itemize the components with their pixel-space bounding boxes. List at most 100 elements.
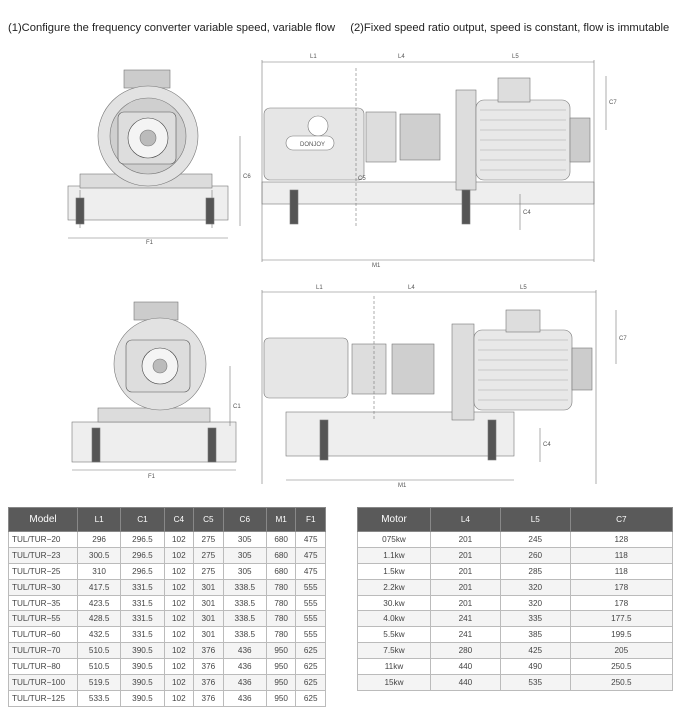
dim-c7-bottom: C7 bbox=[619, 336, 627, 342]
model-cell: 417.5 bbox=[76, 578, 122, 596]
motor-cell: 075kw bbox=[357, 531, 431, 548]
motor-cell: 11kw bbox=[357, 658, 431, 676]
dim-m1-bottom: M1 bbox=[398, 483, 407, 489]
motor-cell: 250.5 bbox=[569, 674, 674, 691]
model-cell: 296.5 bbox=[120, 546, 165, 564]
motor-cell: 250.5 bbox=[569, 658, 674, 676]
dim-c6-top: C6 bbox=[243, 174, 251, 180]
model-cell: 475 bbox=[295, 531, 326, 548]
model-cell: 680 bbox=[265, 562, 297, 580]
dim-c4-bottom: C4 bbox=[543, 442, 551, 448]
model-cell: 376 bbox=[193, 658, 224, 676]
model-cell: 102 bbox=[163, 562, 195, 580]
model-cell: 780 bbox=[265, 626, 297, 644]
model-cell: 102 bbox=[163, 531, 195, 548]
motor-cell: 15kw bbox=[357, 674, 431, 691]
model-cell: 310 bbox=[76, 562, 122, 580]
model-cell: TUL/TUR−100 bbox=[8, 674, 78, 691]
model-header-c5: C5 bbox=[193, 507, 224, 532]
model-cell: 331.5 bbox=[120, 610, 165, 628]
model-cell: 390.5 bbox=[120, 658, 165, 676]
motor-cell: 177.5 bbox=[569, 610, 674, 628]
motor-cell: 335 bbox=[499, 610, 571, 628]
model-cell: 102 bbox=[163, 658, 195, 676]
caption-variable-speed: (1)Configure the frequency converter var… bbox=[8, 22, 336, 34]
model-cell: 102 bbox=[163, 578, 195, 596]
motor-cell: 199.5 bbox=[569, 626, 674, 644]
motor-header-motor: Motor bbox=[357, 507, 431, 532]
dim-m1-top: M1 bbox=[372, 263, 381, 269]
pump-drawing-fixed-speed: F1 C1 L1 L4 L5 C7 C4 M1 bbox=[71, 285, 627, 489]
model-cell: 625 bbox=[295, 674, 326, 691]
model-cell: 331.5 bbox=[120, 578, 165, 596]
model-header-model: Model bbox=[8, 507, 78, 532]
model-cell: 102 bbox=[163, 610, 195, 628]
model-cell: 428.5 bbox=[76, 610, 122, 628]
model-header-c4: C4 bbox=[163, 507, 195, 532]
model-cell: 436 bbox=[222, 658, 267, 676]
model-cell: 423.5 bbox=[76, 594, 122, 612]
model-cell: 376 bbox=[193, 674, 224, 691]
model-cell: 625 bbox=[295, 642, 326, 660]
model-cell: TUL/TUR−125 bbox=[8, 689, 78, 707]
dim-c4-top: C4 bbox=[523, 210, 531, 216]
model-cell: 301 bbox=[193, 610, 224, 628]
model-header-f1: F1 bbox=[295, 507, 326, 532]
model-cell: 432.5 bbox=[76, 626, 122, 644]
model-cell: TUL/TUR−20 bbox=[8, 531, 78, 548]
model-cell: 555 bbox=[295, 594, 326, 612]
motor-cell: 241 bbox=[430, 610, 501, 628]
model-cell: 338.5 bbox=[222, 594, 267, 612]
model-cell: 436 bbox=[222, 689, 267, 707]
front-view-bottom bbox=[261, 290, 617, 484]
motor-cell: 490 bbox=[499, 658, 571, 676]
motor-cell: 535 bbox=[499, 674, 571, 691]
dim-l4-bottom: L4 bbox=[408, 285, 415, 291]
model-cell: 102 bbox=[163, 626, 195, 644]
motor-cell: 30.kw bbox=[357, 594, 431, 612]
motor-cell: 1.1kw bbox=[357, 546, 431, 564]
model-cell: 331.5 bbox=[120, 594, 165, 612]
motor-cell: 201 bbox=[430, 546, 501, 564]
model-cell: 331.5 bbox=[120, 626, 165, 644]
dim-f1-bottom: F1 bbox=[148, 474, 156, 480]
motor-cell: 320 bbox=[499, 594, 571, 612]
side-view-bottom bbox=[71, 301, 237, 471]
dim-l1-bottom: L1 bbox=[316, 285, 323, 291]
motor-cell: 5.5kw bbox=[357, 626, 431, 644]
dim-l4-top: L4 bbox=[398, 54, 405, 60]
model-header-m1: M1 bbox=[265, 507, 297, 532]
model-cell: 555 bbox=[295, 578, 326, 596]
motor-cell: 425 bbox=[499, 642, 571, 660]
motor-cell: 201 bbox=[430, 594, 501, 612]
model-cell: 300.5 bbox=[76, 546, 122, 564]
model-cell: 950 bbox=[265, 689, 297, 707]
model-cell: 301 bbox=[193, 578, 224, 596]
model-cell: 275 bbox=[193, 546, 224, 564]
motor-cell: 118 bbox=[569, 562, 674, 580]
dim-c5-top: C5 bbox=[358, 176, 366, 182]
model-cell: TUL/TUR−80 bbox=[8, 658, 78, 676]
motor-cell: 128 bbox=[569, 531, 674, 548]
model-cell: 780 bbox=[265, 578, 297, 596]
model-cell: 338.5 bbox=[222, 578, 267, 596]
model-cell: 376 bbox=[193, 642, 224, 660]
model-cell: 510.5 bbox=[76, 658, 122, 676]
dim-l5-top: L5 bbox=[512, 54, 519, 60]
motor-cell: 178 bbox=[569, 578, 674, 596]
model-cell: 338.5 bbox=[222, 626, 267, 644]
